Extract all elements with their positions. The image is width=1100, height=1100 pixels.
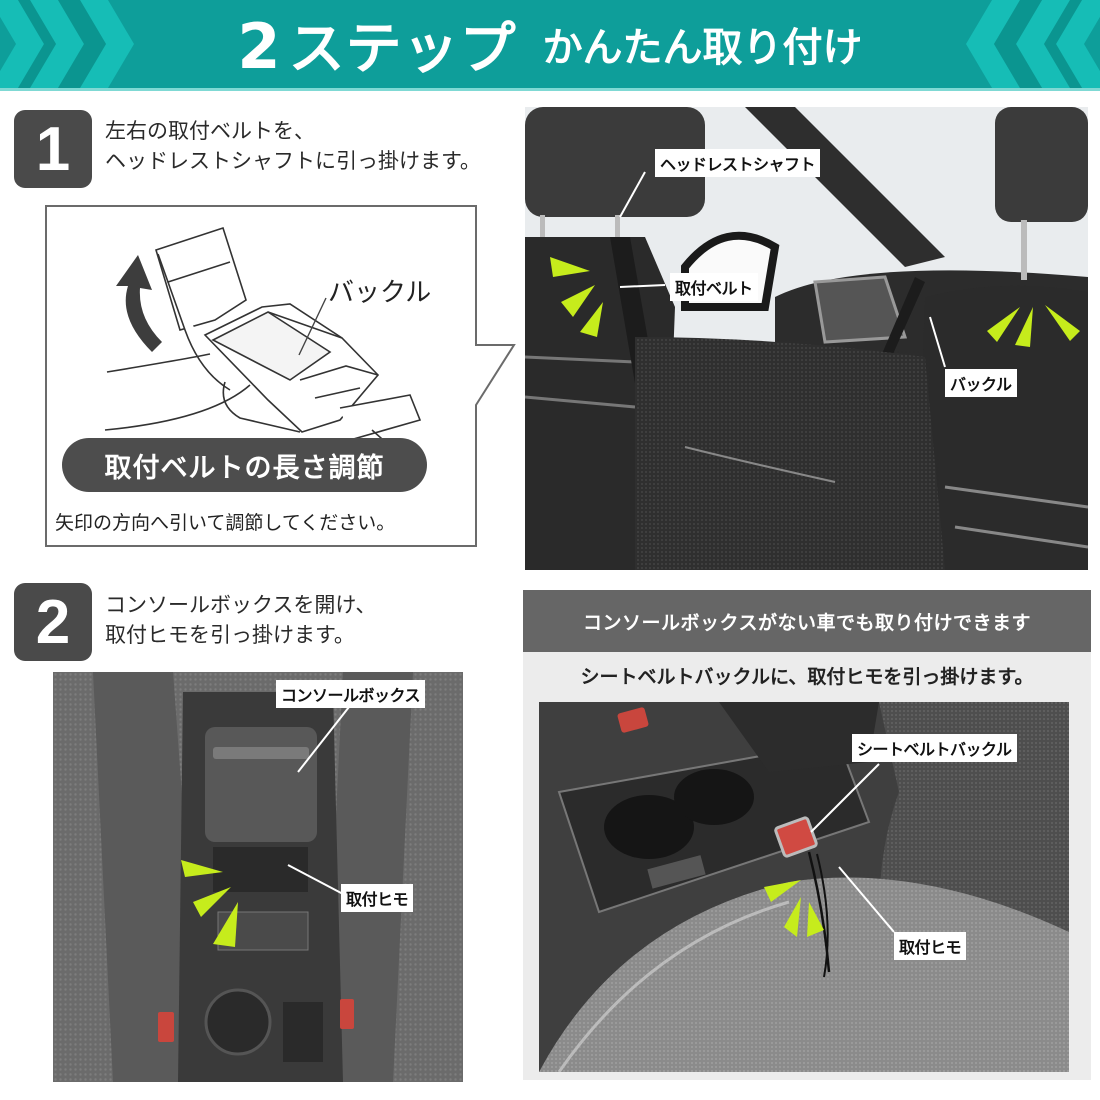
banner-underline xyxy=(0,88,1100,91)
chevron-left-decoration-icon xyxy=(0,0,134,88)
alt-panel-subtitle: シートベルトバックルに、取付ヒモを引っ掛けます。 xyxy=(580,666,1034,688)
alt-photo: シートベルトバックル 取付ヒモ xyxy=(539,702,1069,1072)
banner-subtitle: かんたん取り付け xyxy=(542,25,863,71)
step-2-instructions: コンソールボックスを開け、 取付ヒモを引っ掛けます。 xyxy=(105,590,376,650)
highlight-marks-right xyxy=(987,305,1080,347)
label-buckle: バックル xyxy=(945,369,1017,397)
highlight-marks xyxy=(181,860,238,947)
belt-length-adjust-pill: 取付ベルトの長さ調節 xyxy=(62,438,427,492)
label-seatbelt-buckle: シートベルトバックル xyxy=(852,734,1017,762)
banner-step-count: 2 xyxy=(237,9,281,83)
step-1-badge: 1 xyxy=(14,110,92,188)
adjust-note: 矢印の方向へ引いて調節してください。 xyxy=(55,512,396,534)
label-attachment-belt: 取付ベルト xyxy=(670,273,758,301)
highlight-marks xyxy=(764,880,824,937)
belt-illustration xyxy=(104,226,422,456)
alt-panel-header: コンソールボックスがない車でも取り付けできます xyxy=(523,590,1091,652)
label-console-box: コンソールボックス xyxy=(276,680,426,708)
step-1-photo: ヘッドレストシャフト 取付ベルト バックル xyxy=(525,107,1088,570)
step-1-instructions: 左右の取付ベルトを、 ヘッドレストシャフトに引っ掛けます。 xyxy=(105,116,481,176)
step-1-line-2: ヘッドレストシャフトに引っ掛けます。 xyxy=(105,149,481,173)
banner-title-text: ステップ xyxy=(288,16,517,82)
curved-up-arrow-icon xyxy=(116,255,162,352)
step-2-photo: コンソールボックス 取付ヒモ xyxy=(53,672,463,1082)
label-attachment-strap-alt: 取付ヒモ xyxy=(894,932,967,960)
alt-install-panel: コンソールボックスがない車でも取り付けできます シートベルトバックルに、取付ヒモ… xyxy=(523,590,1091,1080)
chevron-right-decoration-icon xyxy=(966,0,1100,88)
step-2-badge: 2 xyxy=(14,583,92,661)
label-headrest-shaft: ヘッドレストシャフト xyxy=(655,149,821,177)
highlight-marks-left xyxy=(550,257,603,337)
step-2-line-1: コンソールボックスを開け、 xyxy=(105,593,377,617)
label-attachment-strap: 取付ヒモ xyxy=(341,884,414,912)
buckle-label: バックル xyxy=(328,278,432,308)
step-1-line-1: 左右の取付ベルトを、 xyxy=(105,119,315,143)
step-2-line-2: 取付ヒモを引っ掛けます。 xyxy=(105,623,355,647)
